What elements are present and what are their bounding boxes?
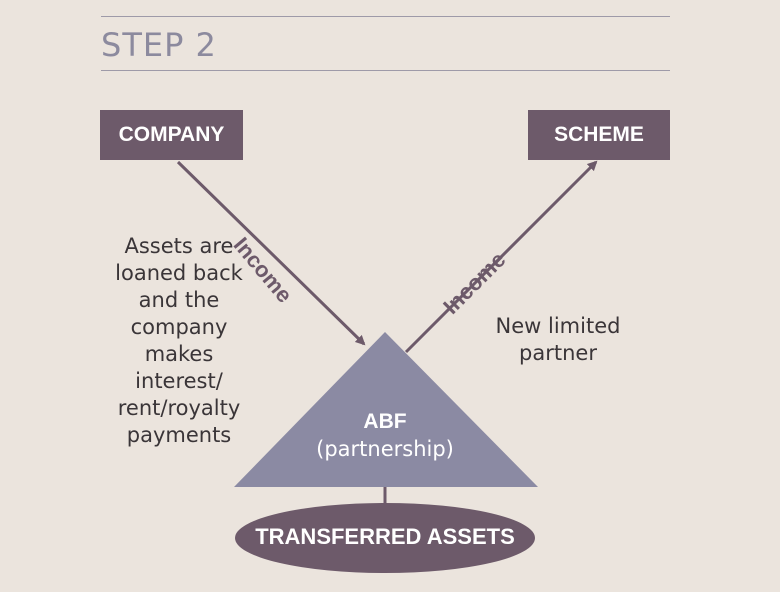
bottom-rule [101, 70, 670, 71]
arrow-abf-to-scheme [404, 160, 598, 354]
abf-triangle [234, 332, 538, 487]
arrow-company-to-abf [176, 160, 366, 346]
abf-title: ABF [363, 410, 407, 433]
company-box: COMPANY [100, 110, 243, 160]
step-title: STEP 2 [101, 26, 217, 64]
scheme-box: SCHEME [528, 110, 670, 160]
transferred-assets-ellipse [235, 503, 535, 573]
abf-subtitle: (partnership) [316, 437, 454, 461]
left-note: Assets are loaned back and the company m… [115, 234, 243, 447]
transferred-assets-label: TRANSFERRED ASSETS [255, 524, 515, 549]
right-note: New limited partner [495, 314, 621, 365]
top-rule [101, 16, 670, 17]
